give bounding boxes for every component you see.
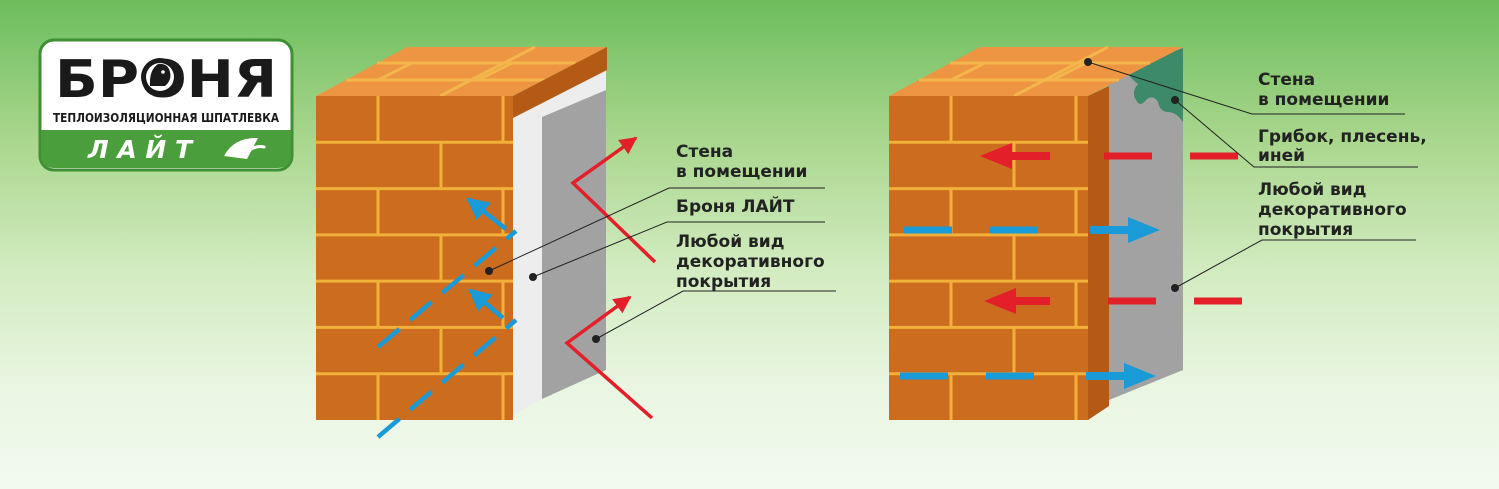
right-brick-top: [889, 47, 1183, 96]
right-label-coating-line2: декоративного: [1258, 200, 1407, 220]
logo: БРОНЯ ТЕПЛОИЗОЛЯЦИОННАЯ ШПАТЛЕВКА Л А Й …: [38, 38, 294, 172]
left-wall: [316, 45, 607, 420]
right-label-coating-line3: покрытия: [1258, 220, 1353, 240]
right-label-wall-line1: Стена: [1258, 70, 1315, 90]
right-leader-dots: [1084, 58, 1179, 292]
right-wall: [889, 45, 1183, 420]
right-label-fungus-line1: Грибок, плесень,: [1258, 127, 1427, 147]
left-insulation-layer: [513, 66, 606, 415]
left-brick-front: [316, 96, 513, 420]
left-brick-side: [513, 47, 607, 118]
left-label-wall-line2: в помещении: [676, 162, 807, 182]
logo-green-band: [41, 130, 291, 168]
left-label-coating-line3: покрытия: [676, 272, 771, 292]
right-brick-front: [889, 96, 1088, 420]
heat-arrow-upper: [570, 136, 657, 264]
right-labels: Стена в помещении Грибок, плесень, иней …: [1258, 70, 1427, 240]
left-label-bronya: Броня ЛАЙТ: [676, 195, 795, 217]
trowel-icon: [224, 137, 266, 159]
cold-arrow-upper-right: [1128, 217, 1160, 243]
cold-arrow-upper: [466, 197, 508, 231]
left-label-coating-line1: Любой вид: [676, 232, 784, 252]
left-labels: Стена в помещении Броня ЛАЙТ Любой вид д…: [676, 142, 825, 292]
right-arrows: [900, 143, 1242, 389]
cold-dash-lower: [376, 318, 518, 439]
left-label-wall-line1: Стена: [676, 142, 733, 162]
right-brick-side: [1088, 86, 1109, 420]
heat-arrow-upper-right: [980, 143, 1012, 169]
left-arrows: [376, 136, 657, 439]
heat-arrow-lower-right: [984, 288, 1016, 314]
cold-dash-upper: [376, 229, 518, 349]
right-coating-face: [1109, 47, 1183, 400]
right-label-wall-line2: в помещении: [1258, 90, 1389, 110]
cold-arrow-lower-right: [1124, 363, 1156, 389]
logo-subtitle: ТЕПЛОИЗОЛЯЦИОННАЯ ШПАТЛЕВКА: [53, 111, 280, 125]
right-label-coating-line1: Любой вид: [1258, 180, 1366, 200]
left-leader-dots: [485, 267, 600, 343]
left-label-coating-line2: декоративного: [676, 252, 825, 272]
left-brick-mortar: [316, 96, 513, 420]
heat-arrow-lower: [564, 295, 654, 420]
logo-variant: Л А Й Т: [87, 135, 194, 164]
left-leaders: [488, 187, 836, 340]
right-label-fungus-line2: иней: [1258, 146, 1305, 166]
cold-arrow-lower: [468, 288, 505, 320]
left-coating-face: [542, 90, 606, 399]
leopard-emblem-icon: [141, 58, 179, 96]
right-leaders: [1087, 61, 1418, 289]
left-brick-top: [316, 47, 607, 96]
